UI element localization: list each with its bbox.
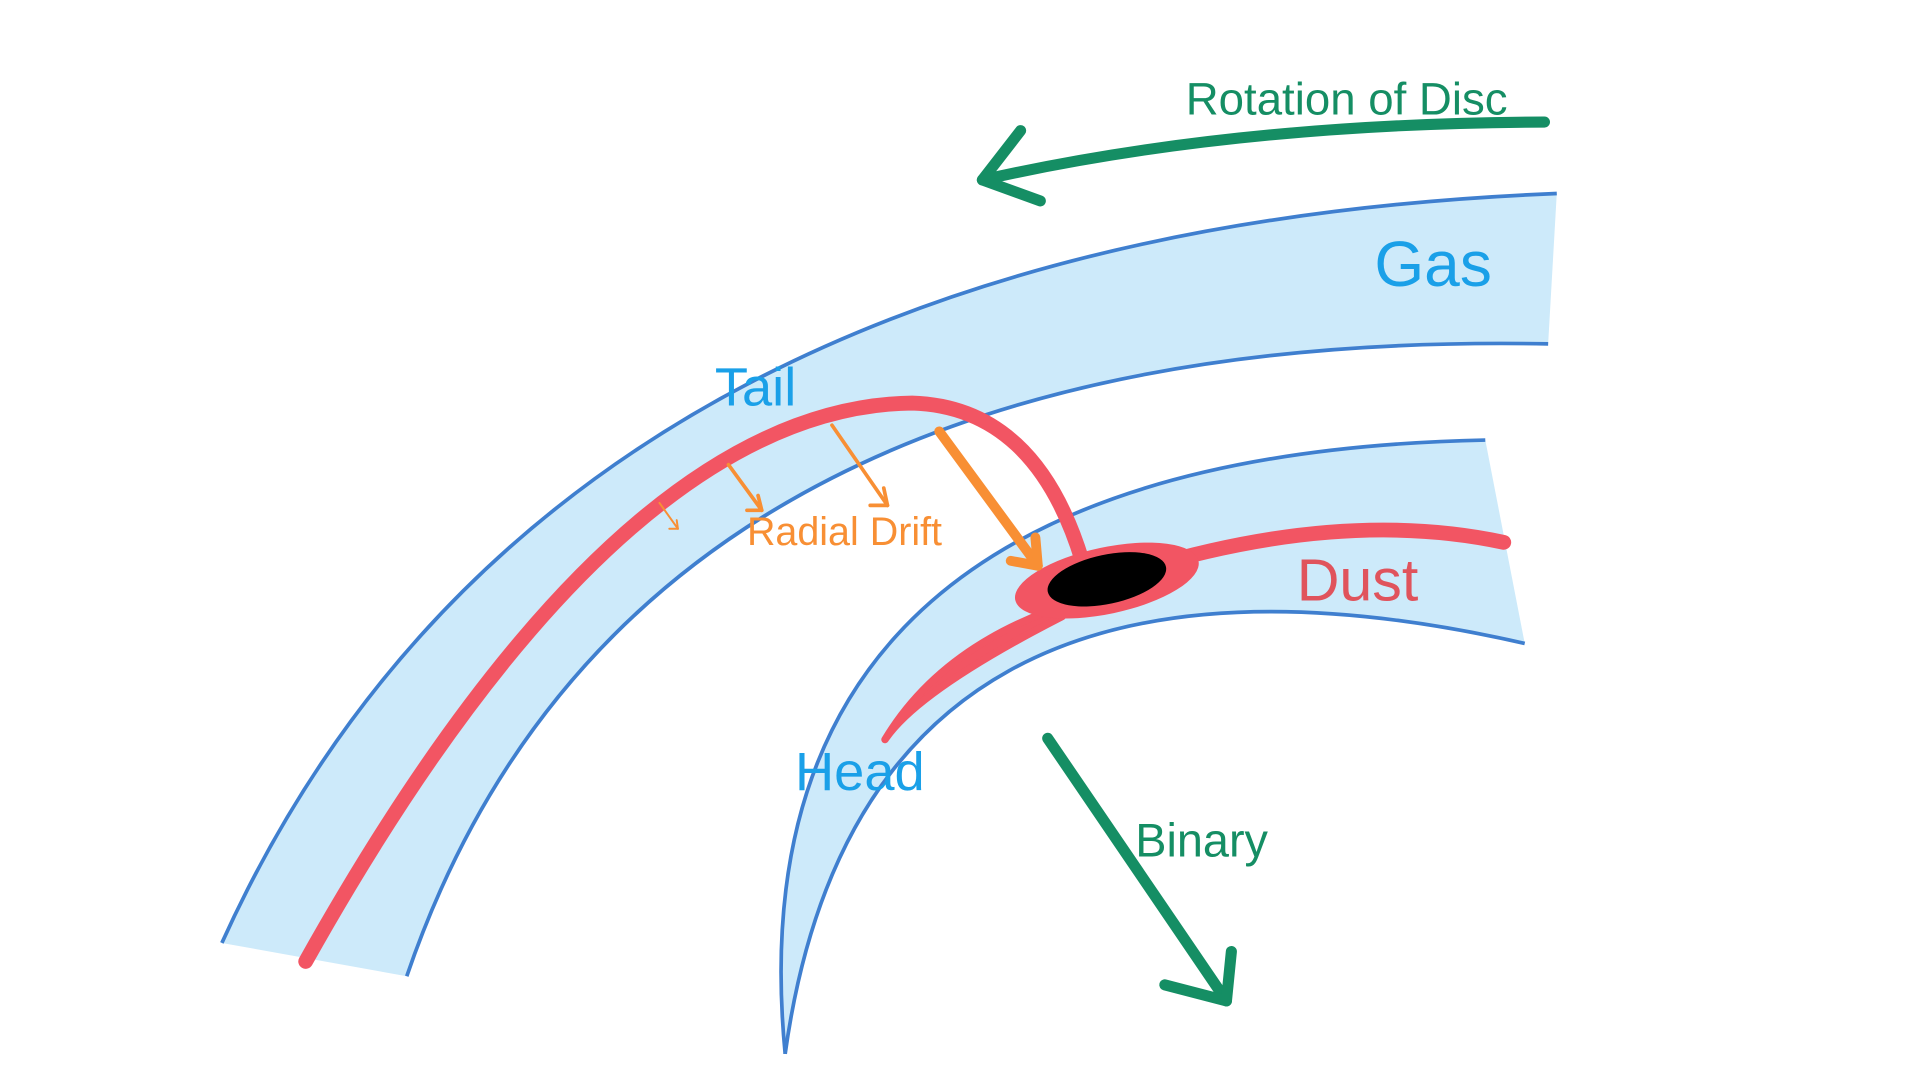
inner-gas-band-edge-bottom [783, 609, 1526, 1055]
outer-gas-band [221, 193, 1557, 977]
dust-tail [298, 395, 1090, 969]
drift-arrow-medium-2 [830, 423, 890, 508]
drift-arrow-large [934, 426, 1043, 571]
drift-arrow-small [658, 501, 679, 530]
outer-gas-band-edge-bottom [405, 341, 1549, 977]
drift-arrow-medium-1 [726, 462, 764, 513]
gas-label: Gas [1374, 228, 1492, 300]
tail-label: Tail [715, 358, 796, 418]
dust-head [881, 607, 1067, 744]
inner-gas-band-edge-top [779, 438, 1486, 1055]
binary-label: Binary [1135, 815, 1268, 867]
rotation-arrow [976, 116, 1550, 207]
planet [1047, 552, 1167, 607]
radial-drift-label: Radial Drift [747, 510, 942, 554]
outer-gas-band-edge-top [220, 191, 1557, 944]
radial-drift-arrows [658, 423, 1043, 571]
dust-label: Dust [1297, 546, 1419, 613]
binary-arrow [1042, 732, 1237, 1007]
head-label: Head [795, 742, 925, 802]
rotation-label: Rotation of Disc [1186, 74, 1508, 125]
inner-gas-band [781, 440, 1525, 1054]
